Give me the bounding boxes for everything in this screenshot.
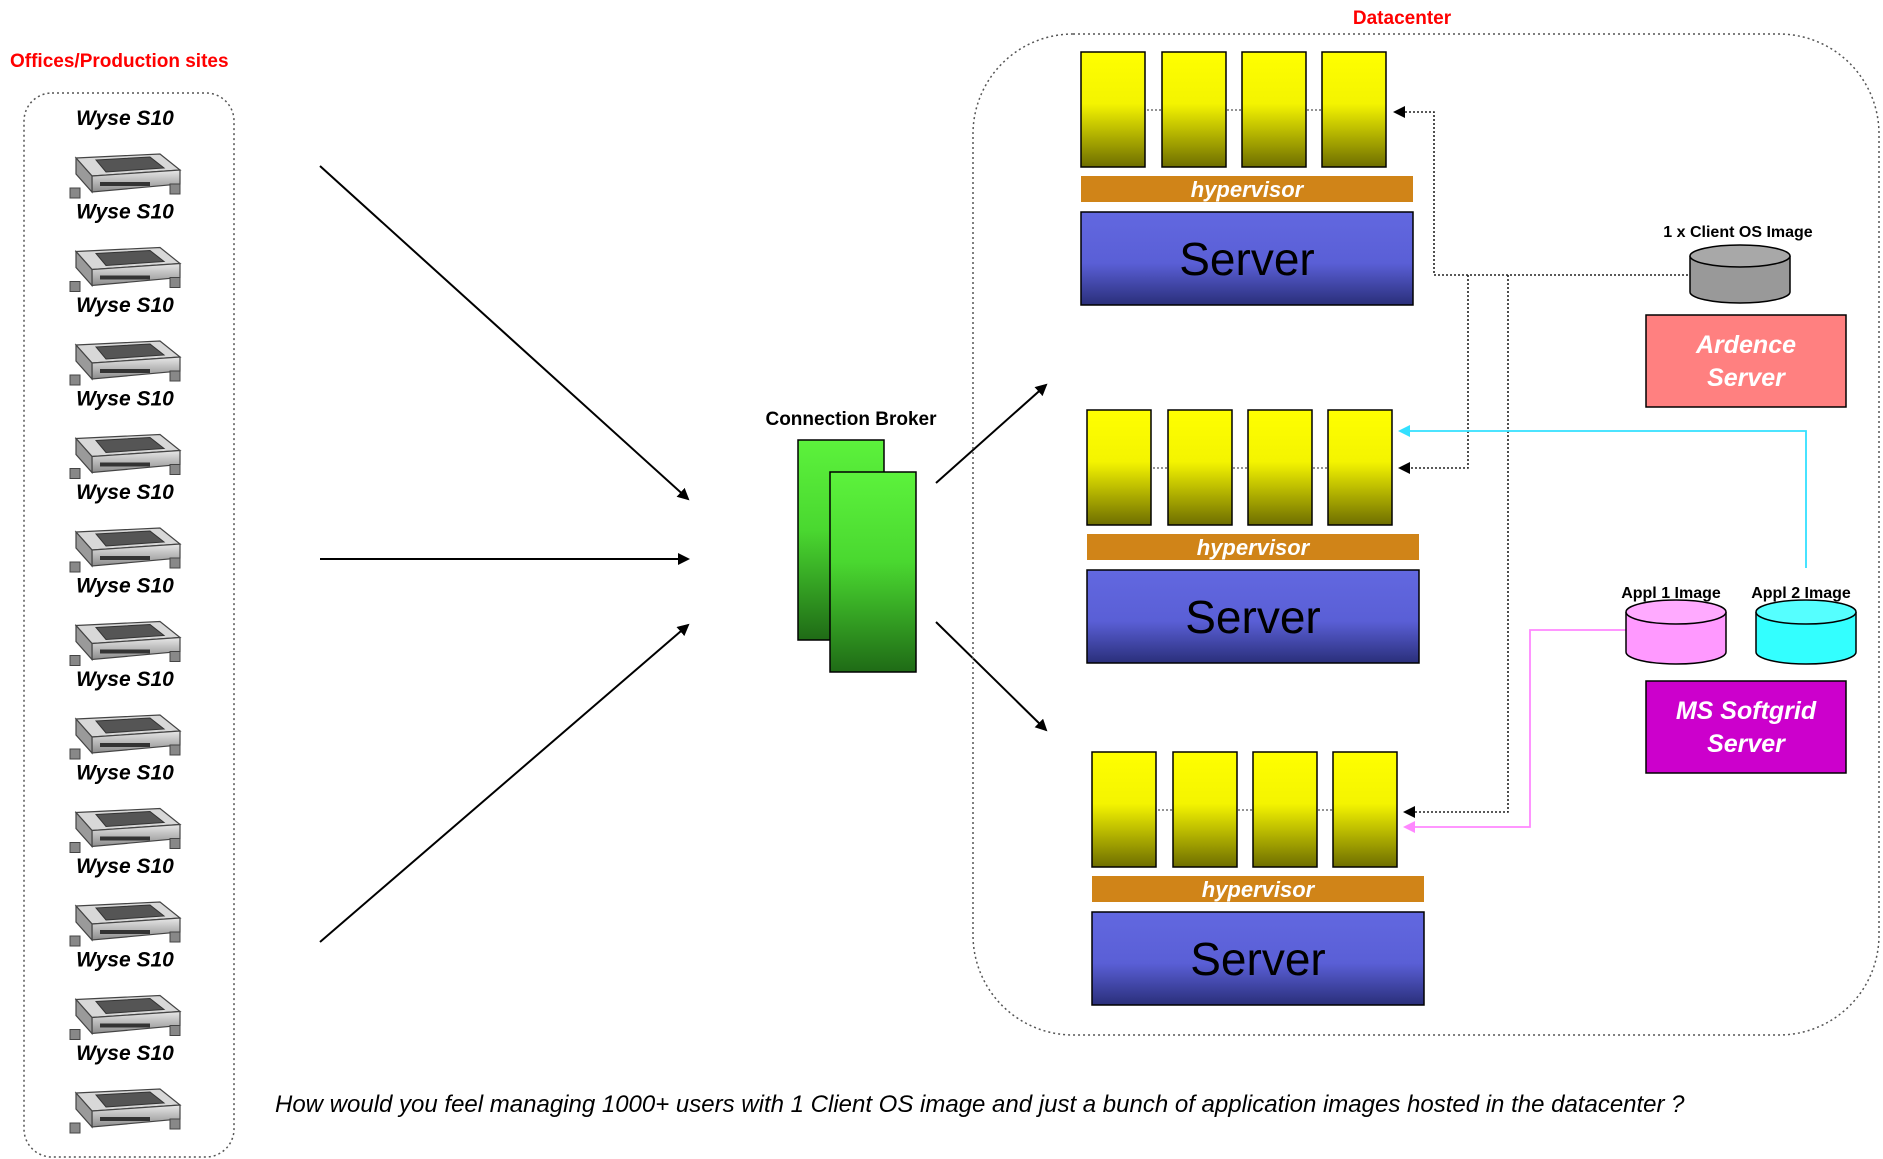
- client-item: Wyse S10: [69, 1042, 182, 1134]
- thin-client-icon: [69, 246, 182, 292]
- virtual-machine: [1241, 51, 1307, 168]
- appl2-link-server-2: [1398, 425, 1807, 568]
- virtual-machine: [1161, 51, 1227, 168]
- client-label: Wyse S10: [76, 107, 174, 130]
- thin-client-icon: [69, 994, 182, 1040]
- hypervisor-bar: [1087, 534, 1419, 560]
- appl2-image-icon: [1755, 599, 1857, 665]
- client-item: Wyse S10: [69, 949, 182, 1040]
- softgrid-server: [1645, 680, 1847, 774]
- client-item: Wyse S10: [69, 201, 182, 292]
- virtual-machine: [1321, 51, 1387, 168]
- virtual-machine: [1327, 409, 1393, 526]
- arrow-broker-to-server-3: [935, 621, 1048, 732]
- thin-client-icon: [69, 620, 182, 666]
- os-link-server-3: [1403, 275, 1509, 818]
- ardence-server: [1645, 314, 1847, 408]
- footer-question: How would you feel managing 1000+ users …: [275, 1091, 1685, 1118]
- client-label: Wyse S10: [76, 575, 174, 598]
- virtual-machine: [1167, 409, 1233, 526]
- client-label: Wyse S10: [76, 668, 174, 691]
- client-item: Wyse S10: [69, 668, 182, 760]
- thin-client-icon: [69, 527, 182, 573]
- client-item: Wyse S10: [69, 481, 182, 573]
- thin-client-icon: [69, 714, 182, 760]
- hypervisor-label: hypervisor: [1197, 535, 1311, 560]
- hypervisor-label: hypervisor: [1202, 877, 1316, 902]
- thin-client-icon: [69, 807, 182, 853]
- softgrid-server-line2: Server: [1707, 730, 1786, 758]
- thin-client-icon: [69, 901, 182, 947]
- virtual-machine: [1247, 409, 1313, 526]
- client-label: Wyse S10: [76, 762, 174, 785]
- virtual-machine: [1252, 751, 1318, 868]
- hypervisor-bar: [1092, 876, 1424, 902]
- thin-client-icon: [69, 433, 182, 479]
- client-label: Wyse S10: [76, 481, 174, 504]
- appl1-image-label: Appl 1 Image: [1621, 585, 1721, 602]
- client-item: Wyse S10: [69, 388, 182, 479]
- server-box: [1080, 211, 1414, 306]
- client-item: Wyse S10: [69, 762, 182, 853]
- client-label: Wyse S10: [76, 294, 174, 317]
- client-label: Wyse S10: [76, 388, 174, 411]
- thin-client-icon: [69, 1088, 182, 1134]
- offices-container: [23, 92, 235, 1158]
- virtual-machine: [1080, 51, 1146, 168]
- os-image-links: [1393, 106, 1688, 818]
- arrow-clients-to-broker-bottom: [319, 623, 690, 943]
- client-os-image-icon: [1689, 244, 1791, 304]
- ardence-server-line1: Ardence: [1695, 331, 1796, 359]
- server-label: Server: [1185, 591, 1320, 643]
- softgrid-server-line1: MS Softgrid: [1676, 697, 1817, 725]
- connection-broker: [797, 439, 917, 673]
- client-item: Wyse S10: [69, 294, 182, 386]
- virtual-machine: [1332, 751, 1398, 868]
- os-link-server-1: [1393, 106, 1688, 276]
- virtual-machine: [1172, 751, 1238, 868]
- broker-label: Connection Broker: [765, 409, 937, 430]
- appl1-image-icon: [1625, 599, 1727, 665]
- hypervisor-label: hypervisor: [1191, 177, 1305, 202]
- client-os-image-label: 1 x Client OS Image: [1663, 224, 1812, 241]
- client-label: Wyse S10: [76, 949, 174, 972]
- hypervisor-bar: [1081, 176, 1413, 202]
- arrow-broker-to-server-1: [935, 383, 1048, 484]
- offices-title: Offices/Production sites: [10, 51, 229, 72]
- broker-card-front: [829, 471, 917, 673]
- client-item: Wyse S10: [69, 855, 182, 947]
- client-label: Wyse S10: [76, 201, 174, 224]
- virtual-machine: [1086, 409, 1152, 526]
- client-item: Wyse S10: [69, 575, 182, 666]
- server-box: [1091, 911, 1425, 1006]
- server-box: [1086, 569, 1420, 664]
- server-label: Server: [1190, 933, 1325, 985]
- client-item: Wyse S10: [69, 107, 182, 199]
- server-label: Server: [1179, 233, 1314, 285]
- arrow-clients-to-broker-top: [319, 165, 690, 501]
- server-stacks: hypervisorServerhypervisorServerhypervis…: [1080, 51, 1425, 1006]
- appl1-link-server-3: [1403, 629, 1626, 833]
- os-link-server-2: [1398, 275, 1469, 474]
- client-label: Wyse S10: [76, 855, 174, 878]
- appl2-image-label: Appl 2 Image: [1751, 585, 1851, 602]
- client-label: Wyse S10: [76, 1042, 174, 1065]
- thin-client-icon: [69, 153, 182, 199]
- thin-client-icon: [69, 340, 182, 386]
- datacenter-title: Datacenter: [1353, 8, 1452, 29]
- ardence-server-line2: Server: [1707, 364, 1786, 392]
- virtual-machine: [1091, 751, 1157, 868]
